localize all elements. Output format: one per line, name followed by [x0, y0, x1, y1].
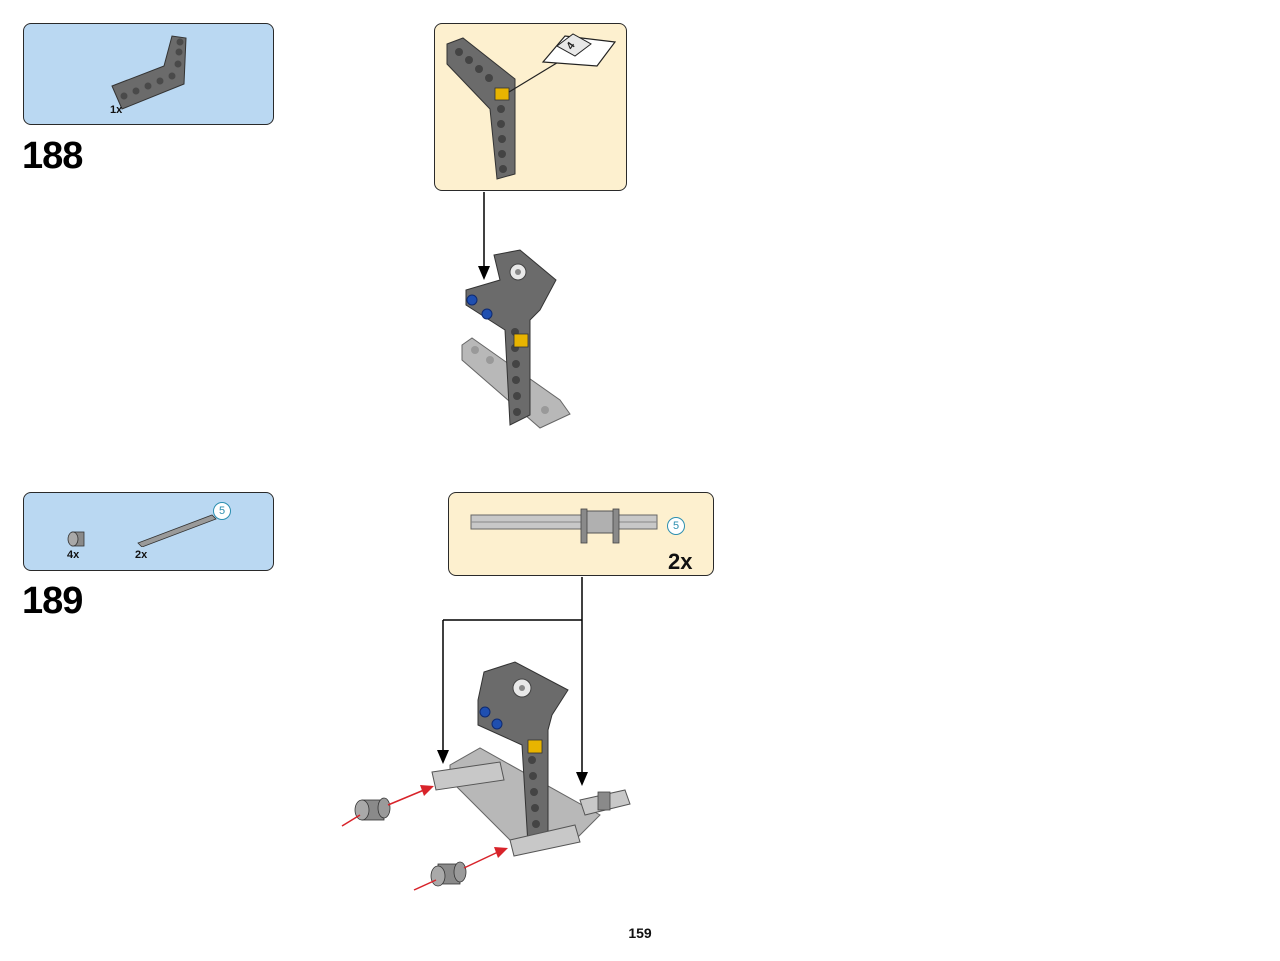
- part-qty-l-beam: 1x: [110, 104, 123, 116]
- axle-part-icon: [137, 514, 217, 547]
- step-number-188: 188: [22, 135, 83, 177]
- page-number: 159: [628, 925, 652, 941]
- step-189-parts-box: 5 4x 2x: [23, 492, 274, 571]
- part-qty-bush: 4x: [67, 549, 80, 561]
- l-beam-part-icon: [111, 35, 187, 110]
- l-beam-sticker-subassembly: [446, 33, 617, 180]
- bush-icon: [430, 861, 467, 887]
- axle-length-badge: 5: [213, 502, 231, 520]
- bush-icon: [354, 797, 391, 821]
- sticker-yellow-icon: [527, 739, 543, 754]
- part-qty-axle: 2x: [135, 549, 148, 561]
- axle-with-bush-subassembly: [470, 508, 658, 544]
- sticker-yellow-icon: [513, 333, 529, 348]
- step-189-callout: 5 2x: [448, 492, 714, 576]
- bush-part-icon: [67, 531, 85, 547]
- step-188-parts-box: 1x: [23, 23, 274, 125]
- callout-axle-length-badge: 5: [667, 517, 685, 535]
- callout-qty: 2x: [668, 549, 693, 574]
- step-188-callout: 4: [434, 23, 627, 191]
- sticker-yellow-icon: [494, 87, 510, 101]
- step-number-189: 189: [22, 580, 83, 622]
